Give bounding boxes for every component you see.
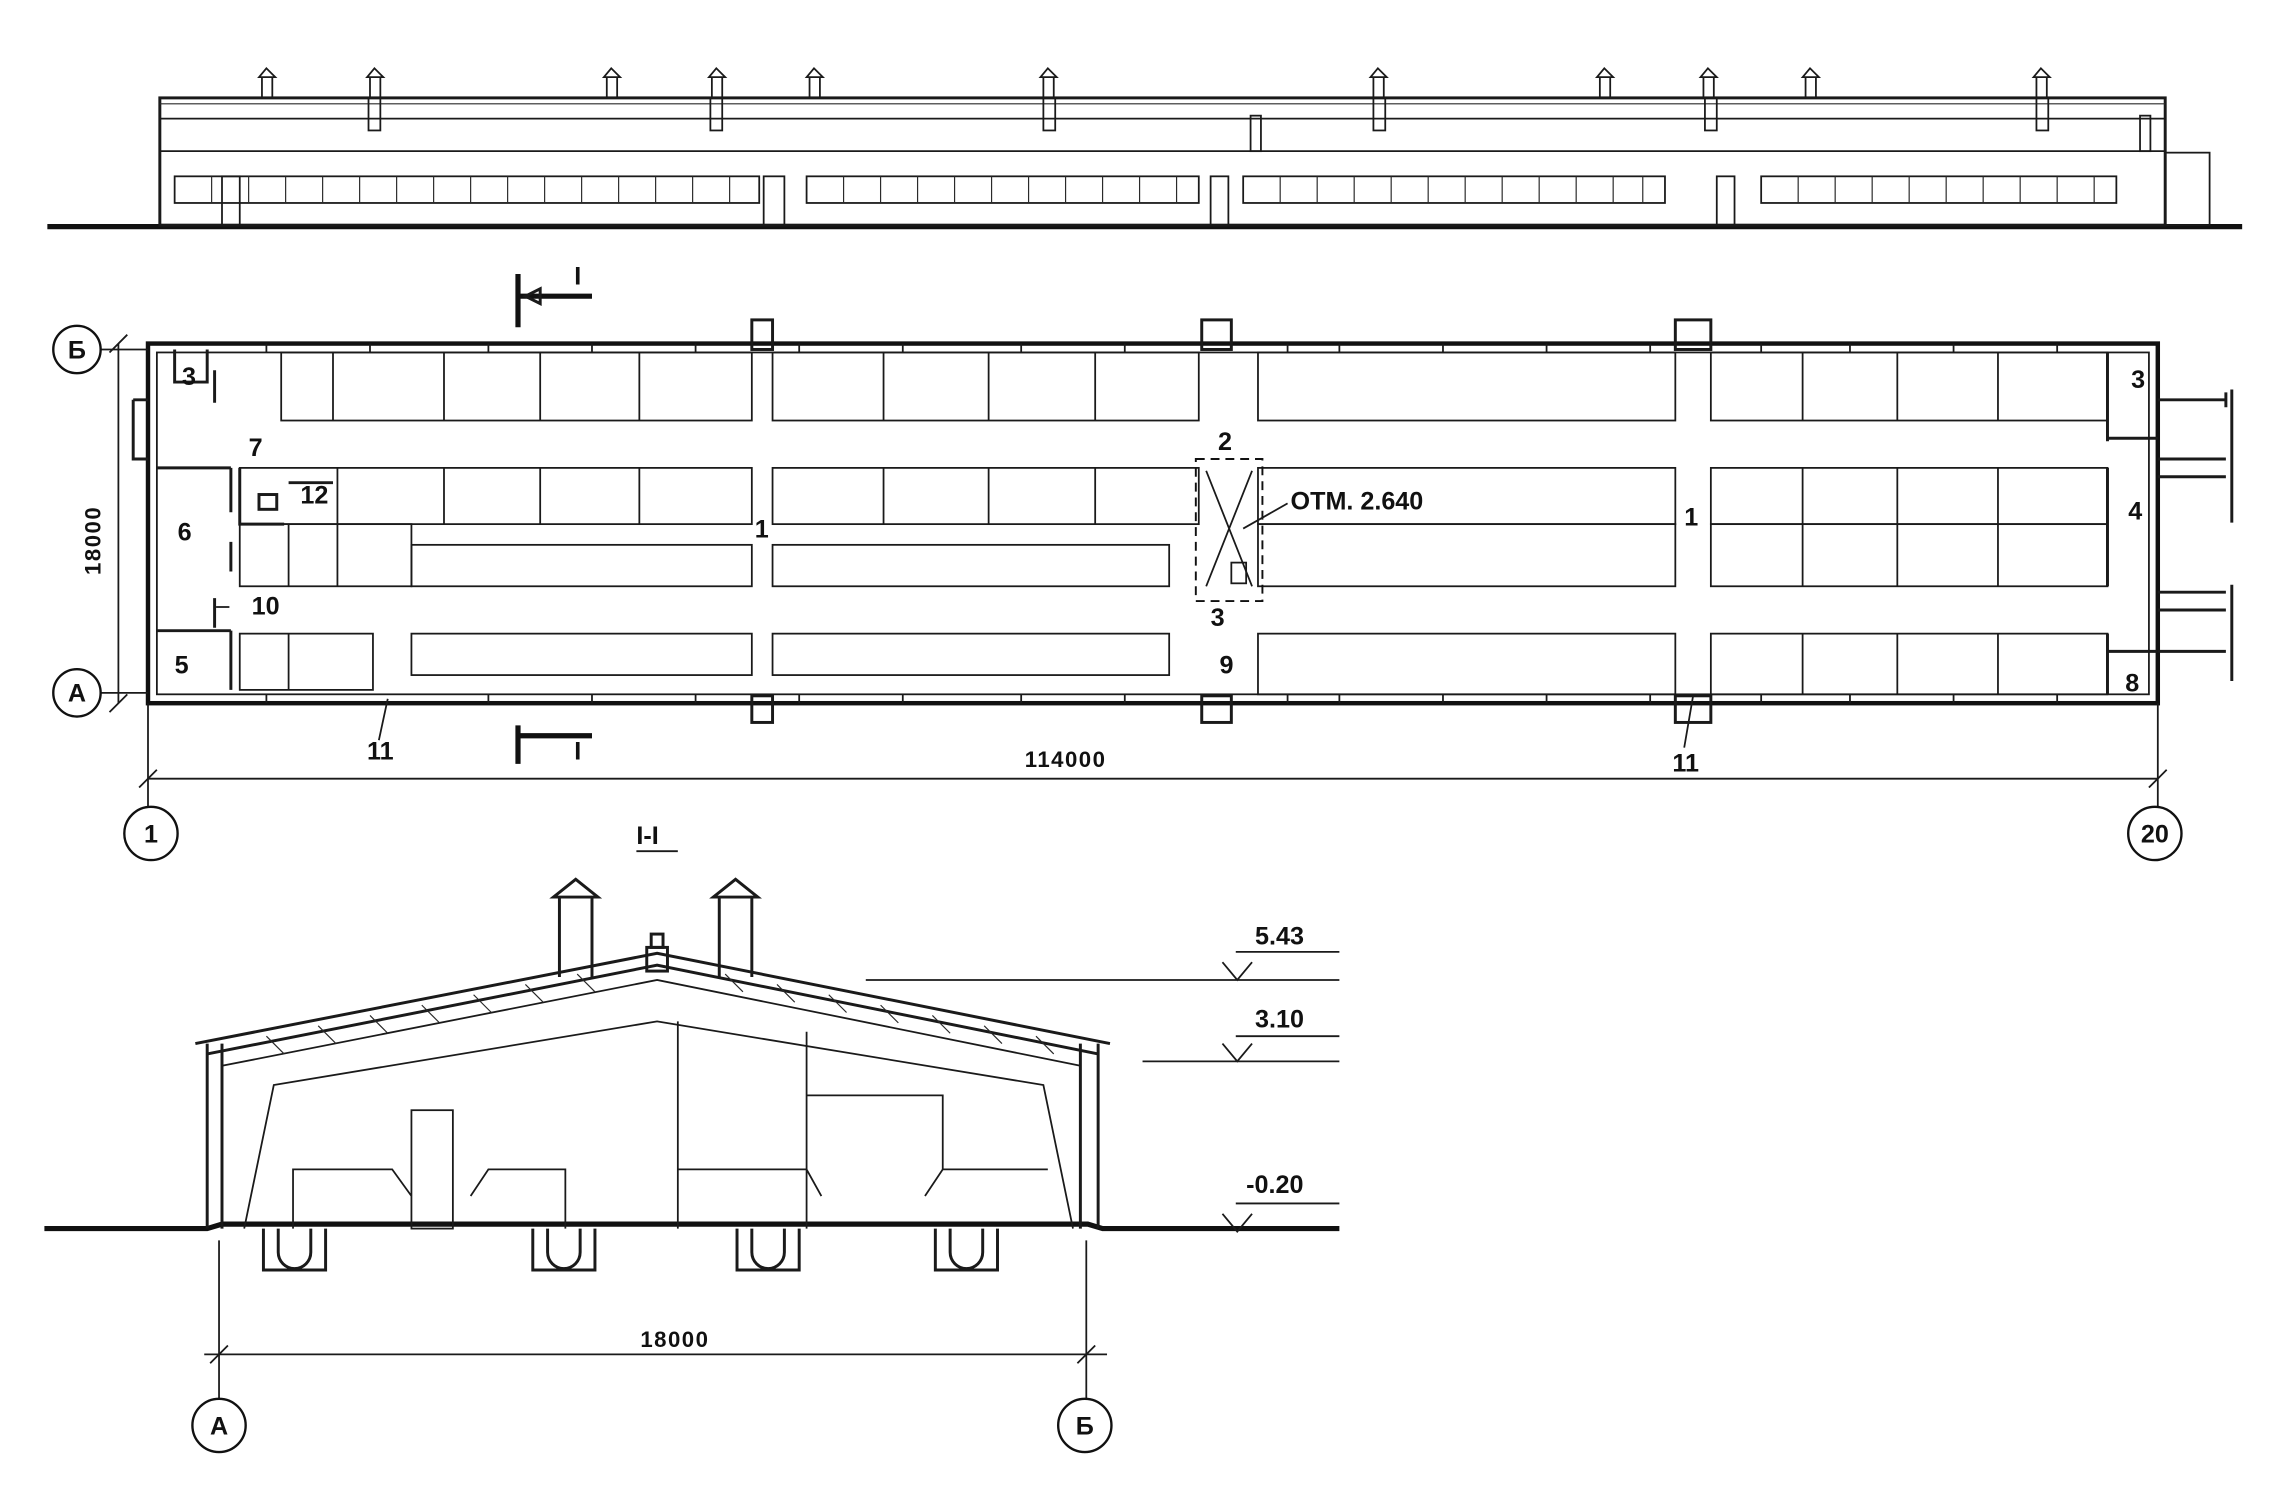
plan-section-mark-top: I bbox=[574, 262, 581, 290]
section-title: I-I bbox=[636, 822, 658, 850]
plan-end-rooms bbox=[2106, 352, 2158, 695]
plan-right-porches bbox=[2157, 389, 2234, 682]
room-5: 5 bbox=[175, 652, 189, 680]
plan-wall-windows bbox=[265, 343, 2059, 704]
room-7: 7 bbox=[249, 434, 263, 462]
plan-section-mark-bottom: I bbox=[574, 737, 581, 765]
room-2: 2 bbox=[1218, 428, 1232, 456]
room-12: 12 bbox=[300, 481, 328, 509]
section-view: I-I bbox=[44, 822, 1340, 1454]
room-3-right: 3 bbox=[2131, 366, 2145, 394]
plan-elevation-mark: ОТМ. 2.640 bbox=[1242, 487, 1424, 530]
plan-pens-lower bbox=[1257, 632, 2109, 696]
plan-axis-right: 20 bbox=[2141, 820, 2169, 848]
section-levels: 5.43 3.10 -0.20 bbox=[865, 922, 1340, 1233]
plan-dimension-length: 114000 bbox=[138, 703, 2168, 807]
section-axis-right: Б bbox=[1076, 1412, 1094, 1440]
room-11-left: 11 bbox=[367, 737, 394, 765]
plan-axis-left: 1 bbox=[144, 820, 158, 848]
room-3-left: 3 bbox=[182, 363, 196, 391]
section-vent-shafts bbox=[549, 877, 762, 977]
room-9: 9 bbox=[1219, 652, 1233, 680]
plan-width-label: 18000 bbox=[81, 506, 106, 575]
plan-outer-wall bbox=[145, 341, 2161, 706]
section-axis-left: А bbox=[210, 1412, 228, 1440]
plan-pens-upper bbox=[280, 351, 2109, 422]
facade-vent-shafts bbox=[257, 66, 2152, 153]
room-8: 8 bbox=[2125, 669, 2139, 697]
plan-elevation-label: ОТМ. 2.640 bbox=[1291, 487, 1424, 515]
section-dimension: 18000 А Б bbox=[191, 1240, 1113, 1454]
plan-gate-towers bbox=[750, 318, 1713, 724]
facade-window-bands bbox=[173, 175, 2118, 204]
level-mid: 3.10 bbox=[1255, 1005, 1304, 1033]
room-1-right: 1 bbox=[1684, 504, 1698, 532]
plan-stall-rows bbox=[238, 523, 1171, 691]
room-11-right: 11 bbox=[1672, 749, 1699, 777]
plan-left-annex bbox=[131, 398, 148, 461]
plan-feed-passage bbox=[1194, 458, 1264, 603]
section-width-label: 18000 bbox=[640, 1327, 709, 1352]
plan-axis-top: Б bbox=[68, 336, 86, 364]
plan-axis-markers: Б А 1 20 bbox=[52, 324, 2183, 862]
section-roof bbox=[195, 932, 1111, 1067]
level-ground: -0.20 bbox=[1246, 1171, 1303, 1199]
section-interior bbox=[243, 1020, 1074, 1230]
facade-wall bbox=[158, 96, 2167, 227]
room-10: 10 bbox=[252, 592, 280, 620]
plan-pens-middle bbox=[238, 466, 2109, 588]
section-ground-line bbox=[44, 1221, 1340, 1232]
plan-dimension-width: 18000 bbox=[81, 334, 128, 713]
plan-axis-bottom: А bbox=[68, 680, 86, 708]
room-3-center: 3 bbox=[1211, 604, 1225, 632]
room-6: 6 bbox=[178, 518, 192, 546]
facade-doors bbox=[221, 175, 1736, 227]
facade-end-annex bbox=[2164, 151, 2211, 227]
floor-plan: 114000 18000 Б А 1 20 I I 3 3 3 7 12 6 1… bbox=[52, 262, 2234, 862]
level-top: 5.43 bbox=[1255, 922, 1304, 950]
plan-section-cut-marks: I I bbox=[515, 262, 592, 765]
plan-length-label: 114000 bbox=[1025, 747, 1107, 772]
room-1-left: 1 bbox=[755, 515, 769, 543]
plan-room-labels: 3 3 3 7 12 6 10 5 11 11 1 1 2 9 4 8 bbox=[175, 363, 2146, 777]
section-walls bbox=[205, 1043, 1100, 1229]
plan-service-rooms bbox=[156, 349, 333, 690]
room-4: 4 bbox=[2128, 498, 2142, 526]
section-channels bbox=[261, 1228, 999, 1272]
facade-elevation bbox=[47, 66, 2243, 230]
